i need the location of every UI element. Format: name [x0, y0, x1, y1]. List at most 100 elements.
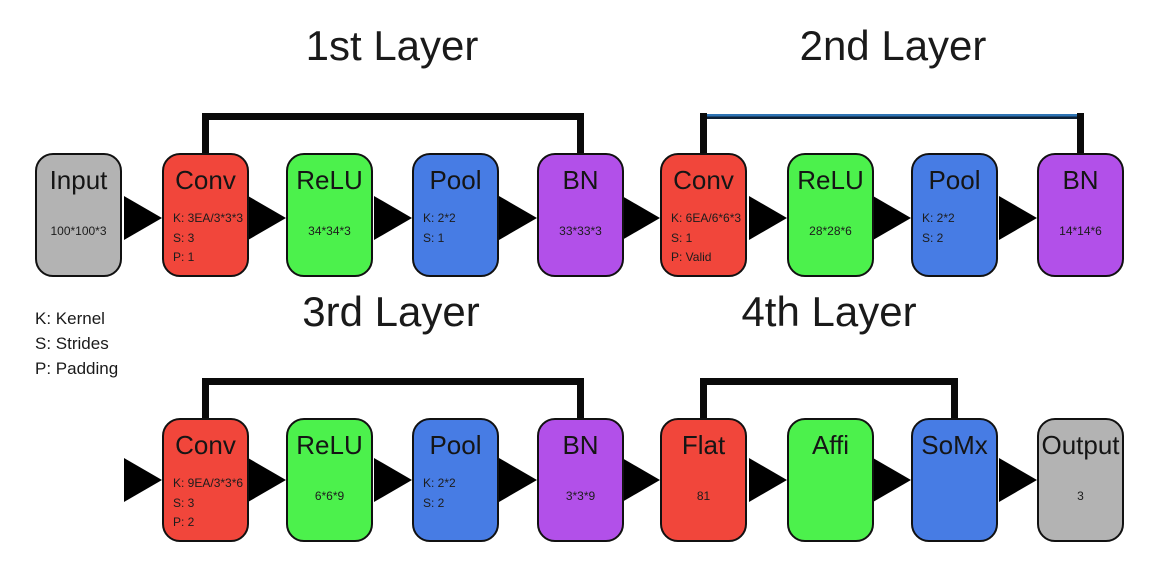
flow-arrow-icon	[248, 458, 286, 502]
bracket-1st-layer	[202, 113, 584, 153]
block-label: BN	[562, 430, 599, 460]
block-param-line: S: 1	[671, 230, 693, 245]
block-label: Conv	[175, 430, 236, 460]
flow-arrow-icon	[622, 458, 660, 502]
block-label: ReLU	[296, 430, 363, 460]
flow-arrow-icon	[374, 458, 412, 502]
flow-arrow-icon	[749, 458, 787, 502]
block-param-line: 3*3*9	[565, 489, 596, 503]
flow-arrow-icon	[622, 196, 660, 240]
block-params: 28*28*6	[789, 222, 872, 242]
block-param-line: K: 2*2	[922, 211, 955, 225]
block-label: Conv	[175, 165, 236, 195]
layer-title-1st: 1st Layer	[305, 22, 479, 69]
block-label: SoMx	[921, 430, 988, 460]
block-pool-1: Pool K: 2*2 S: 1	[412, 153, 499, 277]
block-param-line: 33*33*3	[559, 224, 602, 238]
block-params: 100*100*3	[37, 222, 120, 242]
block-bn-3: BN 3*3*9	[537, 418, 624, 542]
block-flat: Flat 81	[660, 418, 747, 542]
block-param-line: K: 3EA/3*3*3	[173, 211, 244, 225]
block-params: 81	[662, 487, 745, 507]
layer-title-2nd: 2nd Layer	[799, 22, 987, 69]
legend-line-padding: P: Padding	[35, 359, 119, 378]
block-param-line: P: Valid	[671, 250, 712, 264]
block-param-line: K: 6EA/6*6*3	[671, 211, 742, 225]
block-param-line: P: 1	[173, 250, 195, 264]
flow-arrow-icon	[374, 196, 412, 240]
block-param-line: S: 2	[423, 495, 445, 510]
block-param-line: 81	[696, 489, 711, 503]
bracket-bar	[1077, 113, 1084, 153]
layer-title-4th: 4th Layer	[741, 288, 917, 335]
block-params: K: 2*2 S: 2	[414, 474, 497, 513]
block-params: 14*14*6	[1039, 222, 1122, 242]
block-params: K: 3EA/3*3*3 S: 3 P: 1	[164, 209, 247, 268]
block-input: Input 100*100*3	[35, 153, 122, 277]
block-param-line: P: 2	[173, 515, 195, 529]
block-relu-2: ReLU 28*28*6	[787, 153, 874, 277]
block-params: K: 2*2 S: 2	[913, 209, 996, 248]
block-param-line: 14*14*6	[1059, 224, 1102, 238]
block-param-line: 3	[1077, 489, 1084, 503]
block-params: 33*33*3	[539, 222, 622, 242]
block-label: Flat	[681, 430, 726, 460]
block-affi: Affi	[787, 418, 874, 542]
block-label: Input	[49, 165, 108, 195]
block-pool-2: Pool K: 2*2 S: 2	[911, 153, 998, 277]
block-label: Pool	[429, 165, 482, 195]
block-somx: SoMx	[911, 418, 998, 542]
block-label: Conv	[673, 165, 734, 195]
flow-arrow-icon	[499, 458, 537, 502]
legend: K: Kernel S: Strides P: Padding	[35, 306, 118, 381]
block-params: 6*6*9	[288, 487, 371, 507]
block-params: K: 6EA/6*6*3 S: 1 P: Valid	[662, 209, 745, 268]
block-conv-2: Conv K: 6EA/6*6*3 S: 1 P: Valid	[660, 153, 747, 277]
block-label: Affi	[811, 430, 850, 460]
block-relu-1: ReLU 34*34*3	[286, 153, 373, 277]
block-param-line: K: 2*2	[423, 476, 456, 490]
flow-arrow-icon	[999, 458, 1037, 502]
block-label: Pool	[429, 430, 482, 460]
bracket-4th-layer	[700, 378, 958, 418]
block-param-line: 28*28*6	[809, 224, 852, 238]
block-param-line: K: 2*2	[423, 211, 456, 225]
block-label: ReLU	[797, 165, 864, 195]
legend-line-strides: S: Strides	[35, 334, 109, 353]
bracket-2nd-layer	[700, 113, 1084, 153]
block-param-line: S: 1	[423, 230, 445, 245]
flow-arrow-icon	[124, 458, 162, 502]
block-param-line: S: 3	[173, 495, 195, 510]
block-label: BN	[1062, 165, 1099, 195]
flow-arrow-icon	[749, 196, 787, 240]
block-label: Pool	[928, 165, 981, 195]
block-param-line: 34*34*3	[308, 224, 351, 238]
bracket-3rd-layer	[202, 378, 584, 418]
block-param-line: S: 2	[922, 230, 944, 245]
block-params: K: 2*2 S: 1	[414, 209, 497, 248]
block-bn-1: BN 33*33*3	[537, 153, 624, 277]
flow-arrow-icon	[248, 196, 286, 240]
block-params: 3	[1039, 487, 1122, 507]
legend-line-kernel: K: Kernel	[35, 309, 105, 328]
block-param-line: S: 3	[173, 230, 195, 245]
block-pool-3: Pool K: 2*2 S: 2	[412, 418, 499, 542]
bracket-line	[702, 114, 1082, 119]
flow-arrow-icon	[999, 196, 1037, 240]
layer-title-3rd: 3rd Layer	[302, 288, 480, 335]
block-params: 3*3*9	[539, 487, 622, 507]
block-params: 34*34*3	[288, 222, 371, 242]
block-relu-3: ReLU 6*6*9	[286, 418, 373, 542]
flow-arrow-icon	[124, 196, 162, 240]
block-param-line: 100*100*3	[50, 224, 107, 238]
block-bn-2: BN 14*14*6	[1037, 153, 1124, 277]
block-conv-1: Conv K: 3EA/3*3*3 S: 3 P: 1	[162, 153, 249, 277]
flow-arrow-icon	[873, 196, 911, 240]
block-label: ReLU	[296, 165, 363, 195]
flow-arrow-icon	[499, 196, 537, 240]
block-label: BN	[562, 165, 599, 195]
